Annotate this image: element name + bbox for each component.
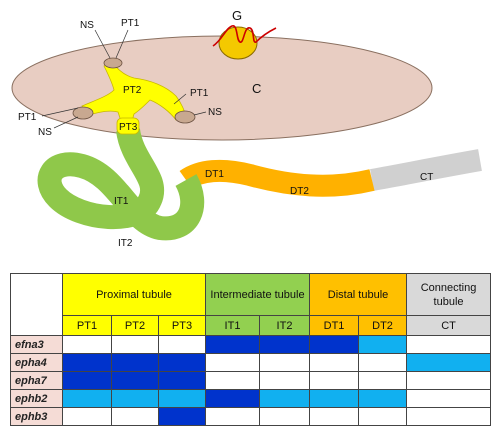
gene-name: efna3 — [10, 335, 63, 354]
it1-label: IT1 — [114, 196, 129, 207]
leader-pt1-left — [41, 107, 79, 117]
gland — [212, 25, 277, 60]
expression-cell-weak — [358, 389, 408, 408]
expression-cell-none — [158, 335, 206, 354]
gland-duct — [212, 25, 277, 47]
proximal-tubule — [81, 61, 187, 133]
expression-cell-none — [406, 371, 492, 390]
pt2-label: PT2 — [123, 85, 142, 96]
pt3-label: PT3 — [119, 122, 138, 133]
group-header: Intermediate tubule — [204, 273, 311, 316]
ns-right-label: NS — [208, 107, 222, 118]
leader-pt1-top — [115, 29, 129, 59]
pt1-right-label: PT1 — [190, 88, 209, 99]
expression-cell-none — [358, 407, 408, 426]
ns-right-disc — [174, 110, 196, 124]
expression-cell-weak — [309, 389, 360, 408]
expression-cell-strong — [258, 335, 311, 354]
gene-name: ephb2 — [10, 389, 63, 408]
expression-cell-none — [406, 407, 492, 426]
segment-header: IT2 — [258, 315, 311, 336]
expression-cell-weak — [358, 335, 408, 354]
segment-header: CT — [406, 315, 492, 336]
expression-cell-strong — [205, 335, 260, 354]
pt1-top-label: PT1 — [121, 18, 140, 29]
nephron-diagram: G C NS PT1 PT2 PT1 NS PT1 NS PT3 IT1 IT2… — [11, 8, 482, 249]
expression-cell-none — [309, 353, 360, 372]
expression-cell-strong — [111, 353, 159, 372]
segment-header: PT2 — [111, 315, 159, 336]
ct-label: CT — [420, 172, 433, 183]
ns-left-disc — [72, 106, 94, 120]
segment-header: DT2 — [358, 315, 408, 336]
pt1-left-label: PT1 — [18, 112, 37, 123]
gene-name: epha7 — [10, 371, 63, 390]
expression-cell-none — [309, 407, 360, 426]
expression-cell-weak — [258, 389, 311, 408]
expression-cell-none — [406, 389, 492, 408]
table-row: epha4 — [10, 353, 492, 372]
expression-cell-none — [111, 335, 159, 354]
expression-cell-strong — [158, 353, 206, 372]
expression-cell-weak — [111, 389, 159, 408]
leader-ns-right — [193, 111, 207, 116]
pt3-piece — [116, 117, 140, 135]
table-row: ephb3 — [10, 407, 492, 426]
expression-cell-none — [258, 407, 311, 426]
leader-ns-top — [94, 29, 111, 59]
expression-cell-strong — [111, 371, 159, 390]
expression-cell-none — [358, 371, 408, 390]
leader-pt1-right — [173, 93, 187, 105]
expression-cell-none — [258, 371, 311, 390]
ct-segment — [370, 149, 482, 191]
expression-cell-none — [62, 407, 112, 426]
segment-header: PT3 — [158, 315, 206, 336]
expression-cell-strong — [62, 371, 112, 390]
dt-segment — [179, 159, 375, 197]
expression-cell-strong — [205, 389, 260, 408]
expression-cell-strong — [62, 353, 112, 372]
dt1-label: DT1 — [205, 169, 224, 180]
expression-cell-none — [258, 353, 311, 372]
group-header: Connecting tubule — [406, 273, 492, 316]
expression-cell-none — [62, 335, 112, 354]
ns-left-label: NS — [38, 127, 52, 138]
gland-label: G — [232, 8, 242, 23]
segment-header: PT1 — [62, 315, 112, 336]
expression-cell-none — [205, 371, 260, 390]
expression-cell-weak — [406, 353, 492, 372]
ns-top-label: NS — [80, 20, 94, 31]
expression-cell-weak — [62, 389, 112, 408]
table-row: ephb2 — [10, 389, 492, 408]
it-segment — [37, 127, 205, 241]
table-row: efna3 — [10, 335, 492, 354]
segment-header: IT1 — [205, 315, 260, 336]
expression-cell-none — [111, 407, 159, 426]
segment-header: DT1 — [309, 315, 360, 336]
expression-cell-none — [406, 335, 492, 354]
expression-cell-weak — [158, 389, 206, 408]
capsule-label: C — [252, 81, 261, 96]
gene-name: epha4 — [10, 353, 63, 372]
expression-cell-none — [309, 371, 360, 390]
expression-cell-none — [205, 407, 260, 426]
expression-cell-none — [205, 353, 260, 372]
expression-cell-none — [358, 353, 408, 372]
ns-top-disc — [103, 57, 123, 69]
corner-cell — [10, 273, 63, 336]
gene-name: ephb3 — [10, 407, 63, 426]
expression-cell-strong — [158, 407, 206, 426]
expression-cell-strong — [158, 371, 206, 390]
table-row: epha7 — [10, 371, 492, 390]
group-header: Distal tubule — [309, 273, 408, 316]
leader-ns-left — [53, 116, 79, 129]
dt2-label: DT2 — [290, 186, 309, 197]
expression-cell-strong — [309, 335, 360, 354]
group-header: Proximal tubule — [62, 273, 206, 316]
it2-label: IT2 — [118, 238, 133, 249]
